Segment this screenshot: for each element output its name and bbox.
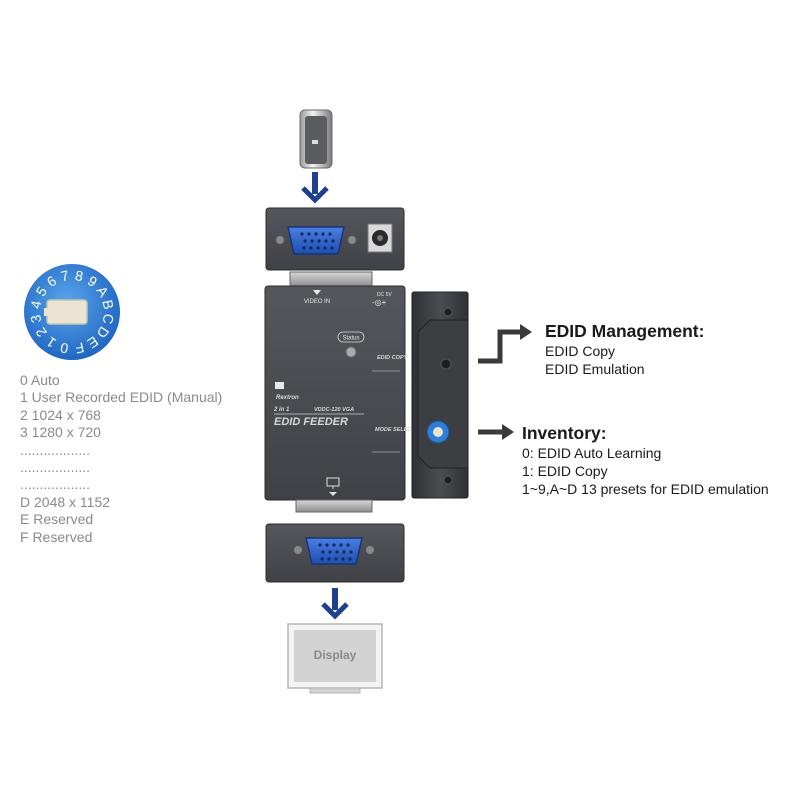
svg-text:Rextron: Rextron — [276, 395, 299, 401]
dc-label: DC 5V — [377, 292, 392, 298]
model-label: VDDC-120 VGA — [314, 407, 354, 413]
mode-item: 1 User Recorded EDID (Manual) — [20, 389, 223, 406]
mode-item: 3 1280 x 720 — [20, 424, 101, 441]
edid-management-item: EDID Copy — [545, 343, 616, 359]
brand-logo: Rextron — [275, 382, 299, 401]
display-monitor-icon: Display — [287, 623, 383, 694]
dial-digit: C — [99, 312, 117, 325]
product-name: EDID FEEDER — [274, 416, 348, 428]
series-label: 2 in 1 — [273, 407, 290, 413]
arrow-down-icon — [321, 588, 349, 620]
video-in-label: VIDEO IN — [304, 299, 330, 305]
device-side — [411, 291, 469, 499]
vga-port-icon — [305, 537, 363, 565]
vga-port-icon — [287, 226, 345, 255]
dial-digit: B — [99, 298, 117, 310]
mode-item: .................. — [20, 476, 91, 493]
mode-item: E Reserved — [20, 511, 94, 528]
dial-digit: 0 — [59, 340, 70, 357]
inventory-title: Inventory: — [522, 423, 607, 443]
mode-select-label: MODE SELECT — [375, 427, 415, 433]
mode-item: 2 1024 x 768 — [20, 406, 101, 423]
input-panel — [265, 207, 405, 271]
status-label: Status — [342, 336, 359, 342]
power-plug-icon — [299, 109, 333, 169]
mode-item: 0 Auto — [20, 372, 60, 388]
dial-digit: 3 — [27, 313, 44, 324]
arrow-down-icon — [301, 172, 329, 204]
edid-copy-label: EDID COPY — [377, 355, 409, 361]
display-label: Display — [314, 648, 357, 662]
mode-item: .................. — [20, 458, 91, 475]
mode-item: F Reserved — [20, 528, 93, 545]
inventory-block: Inventory: 0: EDID Auto Learning 1: EDID… — [522, 423, 769, 498]
inventory-item: 0: EDID Auto Learning — [522, 445, 662, 461]
arrow-right-icon — [478, 324, 532, 364]
dial-digit: F — [74, 339, 86, 356]
monitor-icon — [326, 477, 340, 496]
mode-item: .................. — [20, 441, 91, 458]
edid-management-block: EDID Management: EDID Copy EDID Emulatio… — [545, 321, 704, 378]
status-led — [345, 346, 357, 358]
polarity-icon: -◎+ — [372, 298, 387, 307]
dial-digit: 8 — [74, 267, 85, 284]
inventory-item: 1: EDID Copy — [522, 463, 608, 479]
dial-digit: 7 — [59, 267, 70, 284]
mode-item: D 2048 x 1152 — [20, 493, 111, 510]
dial-digit: 4 — [27, 299, 44, 310]
inventory-item: 1~9,A~D 13 presets for EDID emulation — [522, 481, 769, 497]
dc-jack-icon — [367, 223, 393, 253]
edid-management-title: EDID Management: — [545, 321, 705, 341]
output-panel — [265, 523, 405, 583]
dial-pointer — [44, 308, 54, 316]
mode-list: 0 Auto 1 User Recorded EDID (Manual) 2 1… — [20, 372, 260, 546]
device-front: VIDEO IN DC 5V -◎+ Status EDID COPY Rext… — [264, 271, 415, 513]
edid-management-item: EDID Emulation — [545, 361, 645, 377]
arrow-right-icon — [478, 424, 514, 440]
